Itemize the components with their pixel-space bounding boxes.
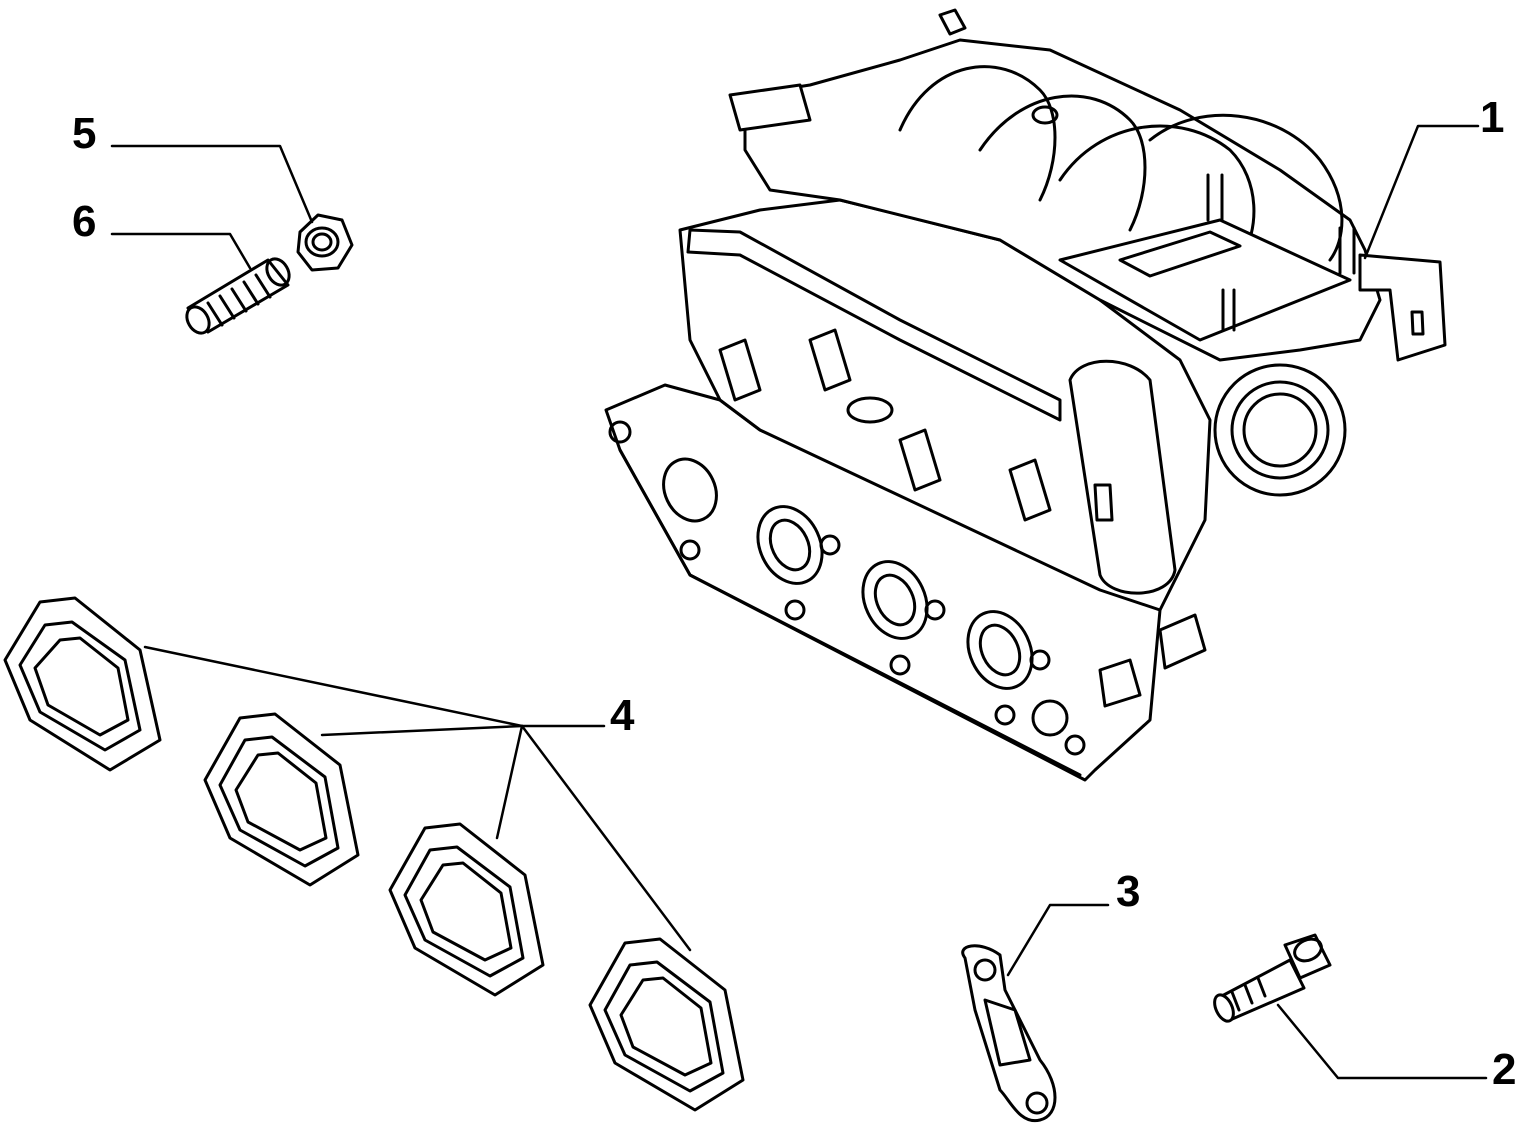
leader-4c [495,724,524,840]
hex-nut [296,213,354,272]
callout-2: 2 [1492,1045,1517,1094]
leader-5 [110,144,314,224]
intake-manifold-assembly [604,8,1447,782]
leader-4b [320,724,524,737]
leader-6 [110,232,252,270]
callout-3: 3 [1116,867,1141,916]
leader-2 [1276,1003,1488,1080]
callout-5: 5 [72,109,97,158]
flange-bolt [1213,933,1332,1023]
leader-4a [143,645,524,728]
port-gasket-1 [3,596,162,772]
port-gasket-2 [203,712,360,887]
callout-6: 6 [72,197,97,246]
leader-4d [520,724,692,952]
callout-4: 4 [610,691,635,740]
port-gasket-4 [588,937,745,1112]
leader-lines [110,124,1488,1080]
leader-3 [1006,903,1110,977]
port-gasket-3 [388,822,545,997]
threaded-stud [185,257,291,335]
small-gasket [961,944,1057,1123]
leader-1 [1363,124,1480,260]
callout-1: 1 [1480,93,1505,142]
